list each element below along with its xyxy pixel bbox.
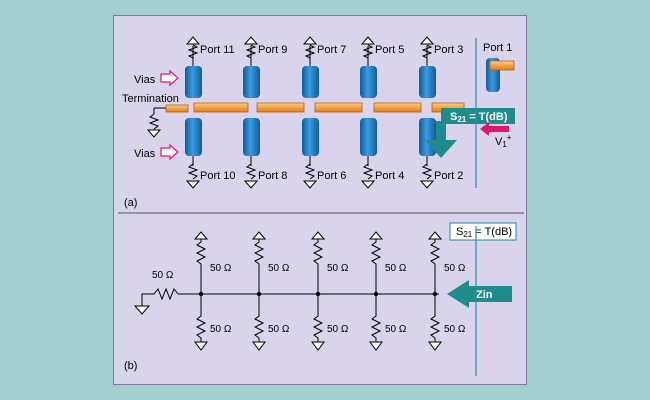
vias-label-top: Vias xyxy=(134,74,156,86)
bottom-port-ground-arrows xyxy=(185,180,435,189)
port-label-1: Port 1 xyxy=(483,42,512,54)
bottom-ground-arrow-icon xyxy=(252,341,266,351)
bottom-shunt-resistor xyxy=(253,294,265,342)
s21-box-b xyxy=(449,222,517,241)
top-shunt-resistor xyxy=(253,239,265,294)
microstrip-trace xyxy=(165,102,465,113)
incident-wave-arrow-icon xyxy=(480,122,509,136)
vias-label-bottom: Vias xyxy=(134,148,156,160)
bottom-resistor-label: 50 Ω xyxy=(210,324,232,335)
series-resistor xyxy=(141,287,179,306)
via-column-1 xyxy=(185,46,202,166)
port-label-5: Port 5 xyxy=(375,44,404,56)
bottom-ground-arrow-icon xyxy=(369,341,383,351)
bottom-resistor-label: 50 Ω xyxy=(268,324,290,335)
top-shunt-resistor xyxy=(370,239,382,294)
s21-label-a: S21 = T(dB) xyxy=(450,111,508,124)
top-resistor-label: 50 Ω xyxy=(444,263,466,274)
bottom-shunt-resistor xyxy=(370,294,382,342)
zin-label: Zin xyxy=(476,289,493,301)
top-ground-arrow-icon xyxy=(310,231,326,240)
bottom-ground-arrow-icon xyxy=(428,341,442,351)
bottom-ground-arrow-icon xyxy=(194,341,208,351)
port-label-7: Port 7 xyxy=(317,44,346,56)
port-label-4: Port 4 xyxy=(375,170,404,182)
top-resistor-label: 50 Ω xyxy=(268,263,290,274)
bottom-resistor-label: 50 Ω xyxy=(444,324,466,335)
top-ground-arrow-icon xyxy=(251,231,267,240)
bottom-shunt-resistor xyxy=(429,294,441,342)
port-label-9: Port 9 xyxy=(258,44,287,56)
termination-resistor xyxy=(148,107,166,130)
top-resistor-label: 50 Ω xyxy=(327,263,349,274)
port1-pad xyxy=(489,60,515,71)
v1-label: V1+ xyxy=(495,133,512,149)
s21-label-b: S21 = T(dB) xyxy=(456,226,512,239)
termination-ground-icon xyxy=(146,129,162,138)
series-ground-icon xyxy=(133,305,151,315)
panel-a-tag: (a) xyxy=(124,197,137,209)
port-label-6: Port 6 xyxy=(317,170,346,182)
series-resistor-label: 50 Ω xyxy=(152,270,174,281)
port-label-8: Port 8 xyxy=(258,170,287,182)
top-ground-arrow-icon xyxy=(193,231,209,240)
transmission-arrow-icon xyxy=(425,121,457,158)
port-label-3: Port 3 xyxy=(434,44,463,56)
bottom-port-symbols xyxy=(187,163,433,180)
via-column-2 xyxy=(243,46,260,166)
zin-arrow-icon xyxy=(447,280,512,308)
panel-b-tag: (b) xyxy=(124,360,137,372)
termination-label: Termination xyxy=(122,93,179,105)
top-ground-arrow-icon xyxy=(427,231,443,240)
s21-box-a xyxy=(441,108,515,124)
shunt-branches: 50 Ω 50 Ω 50 Ω 50 Ω 50 Ω 50 Ω 50 Ω 50 Ω 50 Ω 50 Ω xyxy=(193,231,466,351)
top-resistor-label: 50 Ω xyxy=(210,263,232,274)
top-port-ground-arrows xyxy=(185,36,435,45)
top-resistor-label: 50 Ω xyxy=(385,263,407,274)
port-label-10: Port 10 xyxy=(200,170,235,182)
circuit-figure: Port 11 Port 9 Port 7 Port 5 Port 3 Port… xyxy=(118,36,524,376)
top-ground-arrow-icon xyxy=(368,231,384,240)
bottom-resistor-label: 50 Ω xyxy=(327,324,349,335)
top-shunt-resistor xyxy=(312,239,324,294)
top-shunt-resistor xyxy=(195,239,207,294)
bottom-shunt-resistor xyxy=(312,294,324,342)
figure-panel: Port 11 Port 9 Port 7 Port 5 Port 3 Port… xyxy=(113,15,527,385)
bottom-resistor-label: 50 Ω xyxy=(385,324,407,335)
top-shunt-resistor xyxy=(429,239,441,294)
vias-top-arrow-icon xyxy=(160,69,179,87)
port-label-11: Port 11 xyxy=(200,44,235,56)
vias-bottom-arrow-icon xyxy=(160,143,179,161)
bottom-ground-arrow-icon xyxy=(311,341,325,351)
top-port-symbols xyxy=(187,44,433,59)
port-label-2: Port 2 xyxy=(434,170,463,182)
bottom-shunt-resistor xyxy=(195,294,207,342)
